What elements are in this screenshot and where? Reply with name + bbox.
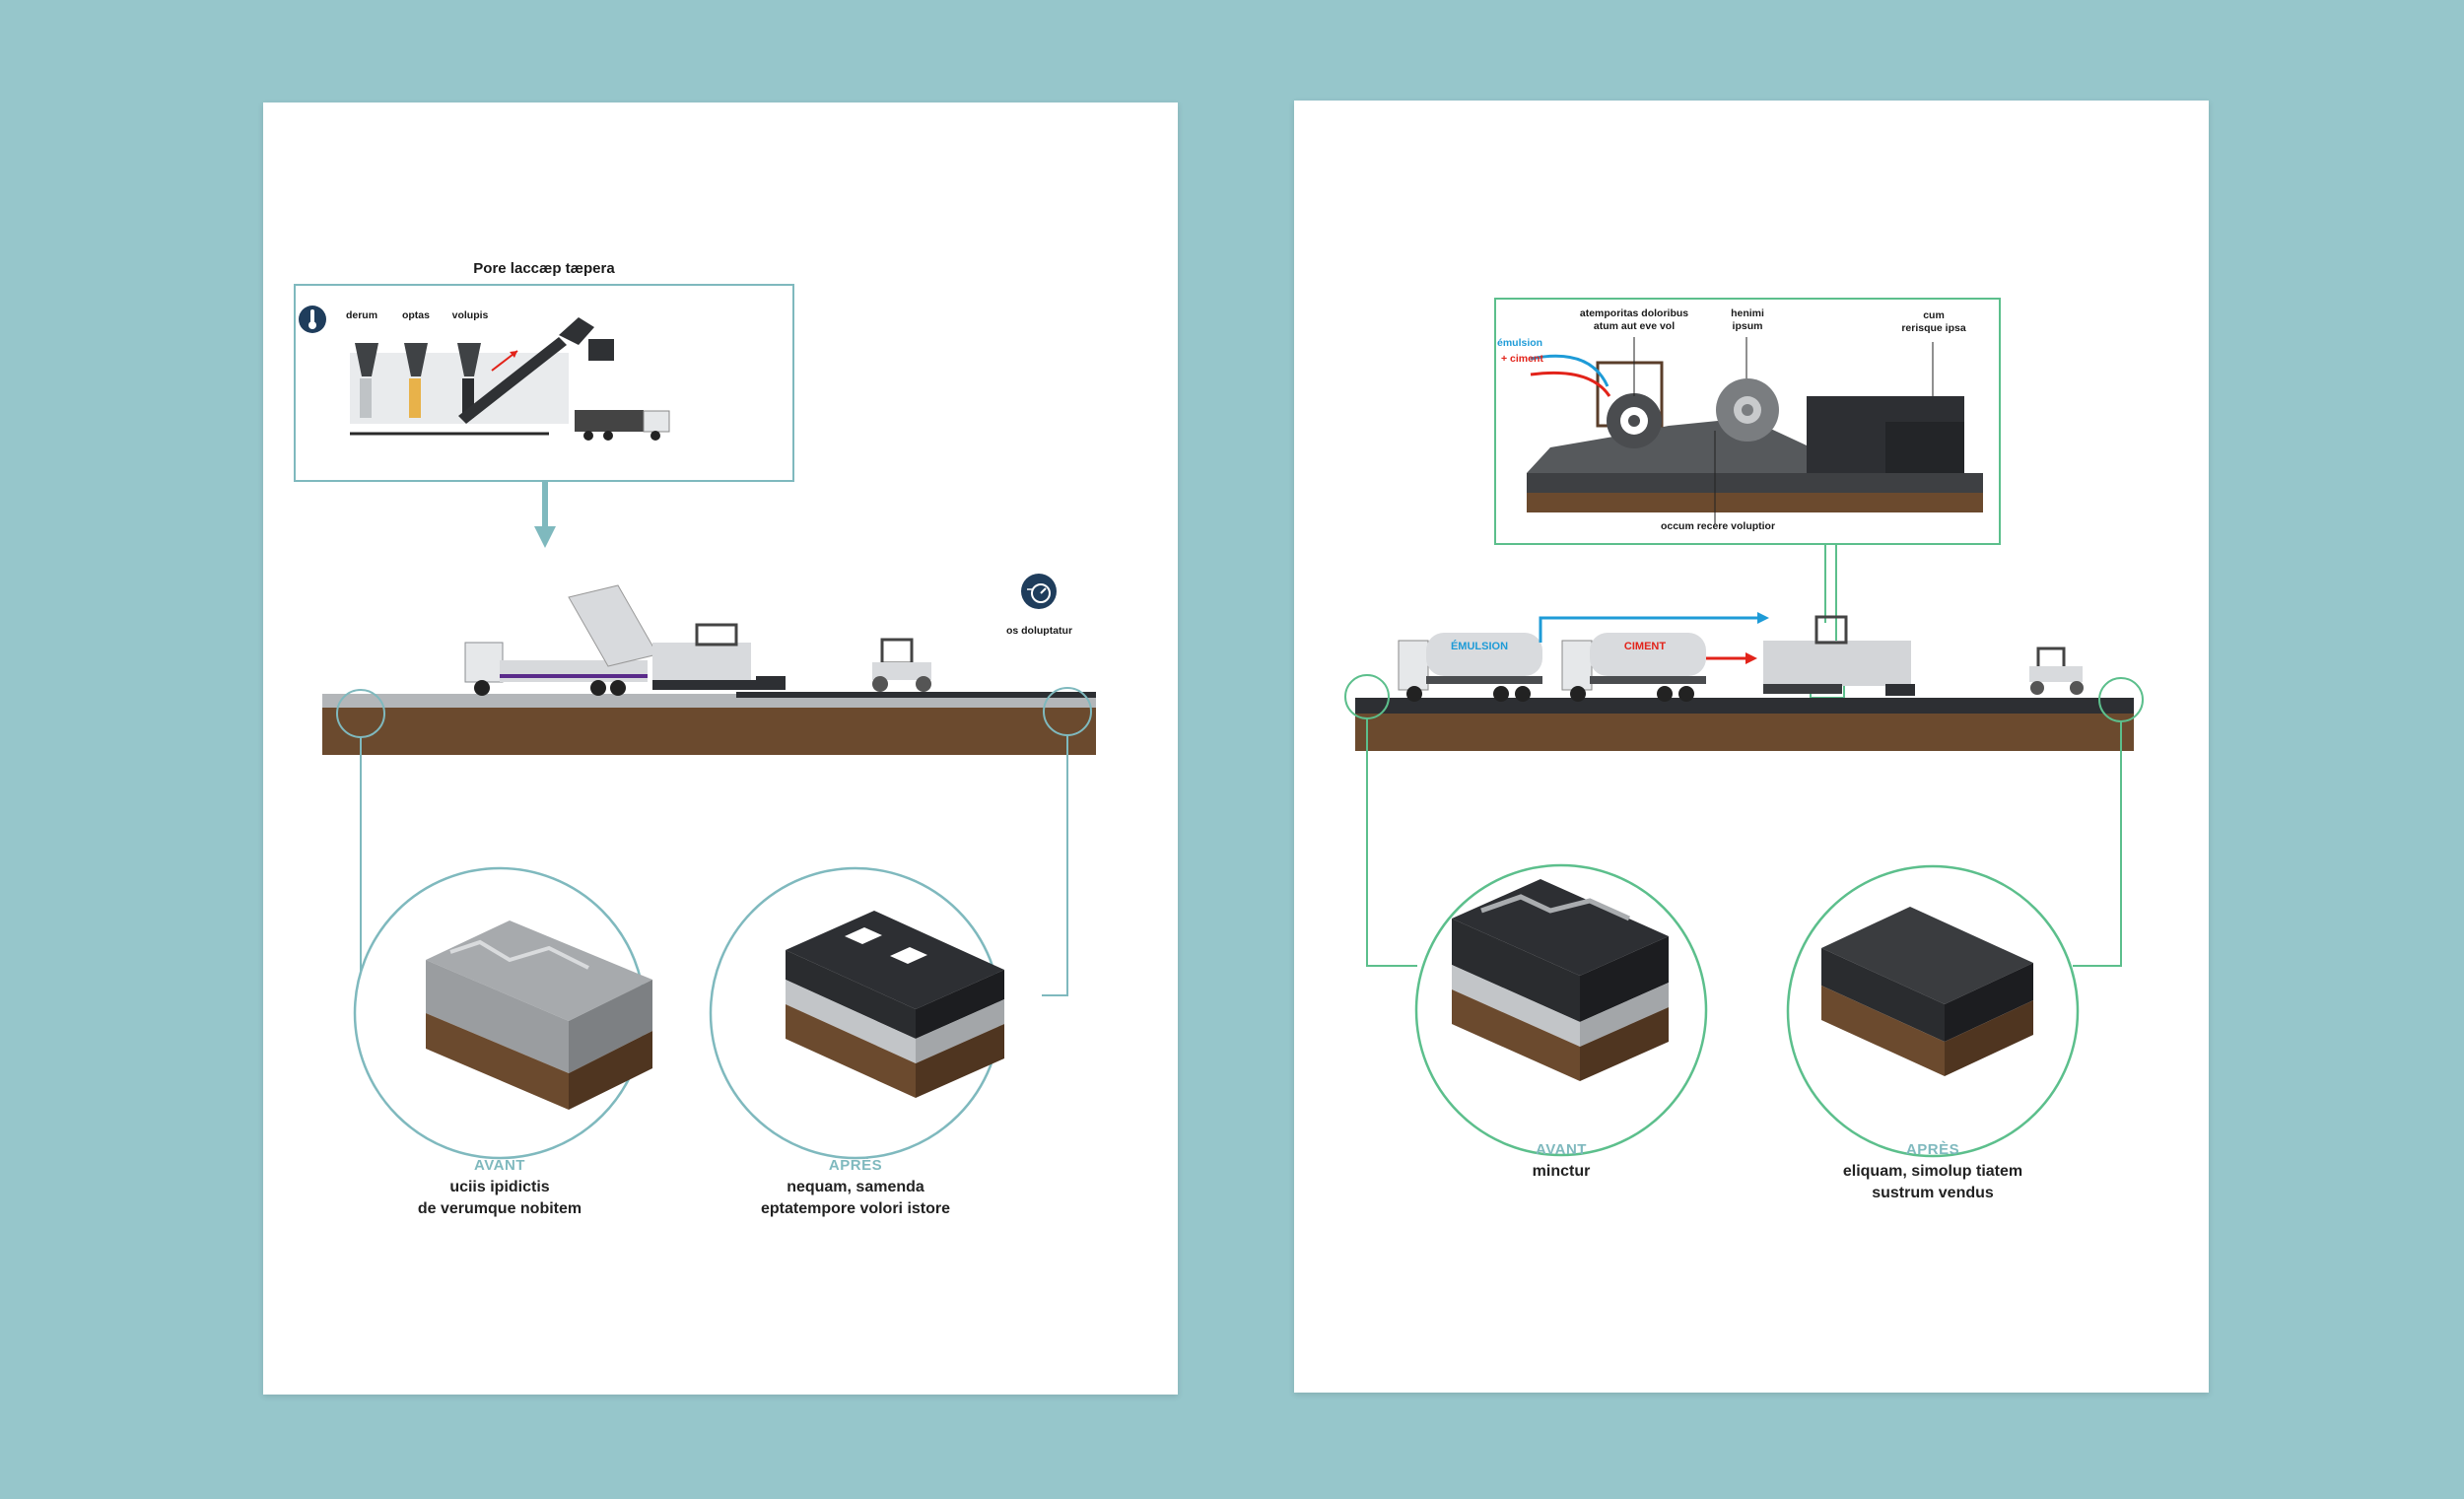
layer-label: cum rerisque ipsa xyxy=(1889,309,1978,335)
left-diagram xyxy=(294,284,1096,1160)
before-line-1: minctur xyxy=(1532,1163,1591,1180)
roller xyxy=(872,638,931,692)
right-page: émulsion + ciment atemporitas doloribus … xyxy=(1294,101,2209,1393)
right-diagram xyxy=(1344,298,2144,1158)
drum-label-2: ipsum xyxy=(1732,320,1763,332)
paver xyxy=(652,623,786,690)
drum-label-1: henimi xyxy=(1731,307,1764,319)
ciment-line xyxy=(1530,371,1611,397)
ciment-tanker xyxy=(1561,633,1706,702)
emulsion-line xyxy=(1530,354,1609,387)
before-line-2: de verumque nobitem xyxy=(417,1200,582,1217)
thermometer-icon xyxy=(299,306,326,333)
process-title: Pore laccæp tæpera xyxy=(473,260,615,277)
mixing-plant xyxy=(350,317,614,436)
before-block xyxy=(1452,879,1669,1081)
before-heading: AVANT xyxy=(1536,1141,1587,1158)
dump-truck xyxy=(464,584,658,696)
rotor xyxy=(1596,361,1664,448)
after-block xyxy=(786,911,1004,1098)
rotor-label-1: atemporitas doloribus xyxy=(1579,307,1689,319)
after-block xyxy=(1821,907,2033,1076)
after-line-1: eliquam, simolup tiatem xyxy=(1842,1163,2023,1180)
after-line-1: nequam, samenda xyxy=(787,1179,924,1195)
after-caption: eliquam, simolup tiatem sustrum vendus xyxy=(1785,1161,2081,1204)
ground-asphalt xyxy=(736,692,1096,698)
drum xyxy=(1716,378,1779,442)
after-heading: APRÈS xyxy=(828,1157,883,1174)
recycler xyxy=(1763,615,1915,696)
ground-soil xyxy=(1355,712,2134,751)
ciment-label: + ciment xyxy=(1501,353,1543,365)
before-heading: AVANT xyxy=(474,1157,525,1174)
speed-label: os doluptatur xyxy=(1005,625,1073,637)
ground-asphalt xyxy=(1355,698,2134,714)
hopper-label-volupis: volupis xyxy=(451,309,489,321)
after-heading: APRÈS xyxy=(1905,1141,1960,1158)
hopper-optas xyxy=(404,343,428,376)
hopper-label-optas: optas xyxy=(401,309,430,321)
left-page: Pore laccæp tæpera derum optas volupis o… xyxy=(263,102,1178,1395)
after-line-2: eptatempore volori istore xyxy=(760,1200,951,1217)
rotor-label: atemporitas doloribus atum aut eve vol xyxy=(1570,307,1698,333)
after-caption: nequam, samenda eptatempore volori istor… xyxy=(708,1177,1003,1220)
emulsion-tanker xyxy=(1398,633,1542,702)
layer-label-1: cum xyxy=(1923,309,1945,321)
arrow-stem xyxy=(542,482,548,529)
ground-soil xyxy=(322,706,1096,755)
tanker-label-emulsion: ÉMULSION xyxy=(1450,641,1509,652)
before-caption: minctur xyxy=(1423,1161,1699,1183)
drum-label: henimi ipsum xyxy=(1713,307,1782,333)
before-line-1: uciis ipidictis xyxy=(449,1179,550,1195)
arrow-down-icon xyxy=(534,526,556,548)
hopper-label-derum: derum xyxy=(345,309,378,321)
rotor-label-2: atum aut eve vol xyxy=(1593,320,1676,332)
hopper-volupis xyxy=(457,343,481,376)
layer-label-2: rerisque ipsa xyxy=(1901,322,1966,334)
tanker-label-ciment: CIMENT xyxy=(1623,641,1667,652)
after-line-2: sustrum vendus xyxy=(1872,1185,1994,1201)
speed-icon xyxy=(1021,574,1057,609)
before-block xyxy=(426,920,652,1110)
hopper-derum xyxy=(355,343,378,376)
bottom-label: occum recere voluptior xyxy=(1660,520,1776,532)
box-truck xyxy=(575,410,670,441)
roller xyxy=(2029,647,2084,695)
emulsion-label: émulsion xyxy=(1497,337,1543,349)
before-caption: uciis ipidictis de verumque nobitem xyxy=(362,1177,638,1220)
